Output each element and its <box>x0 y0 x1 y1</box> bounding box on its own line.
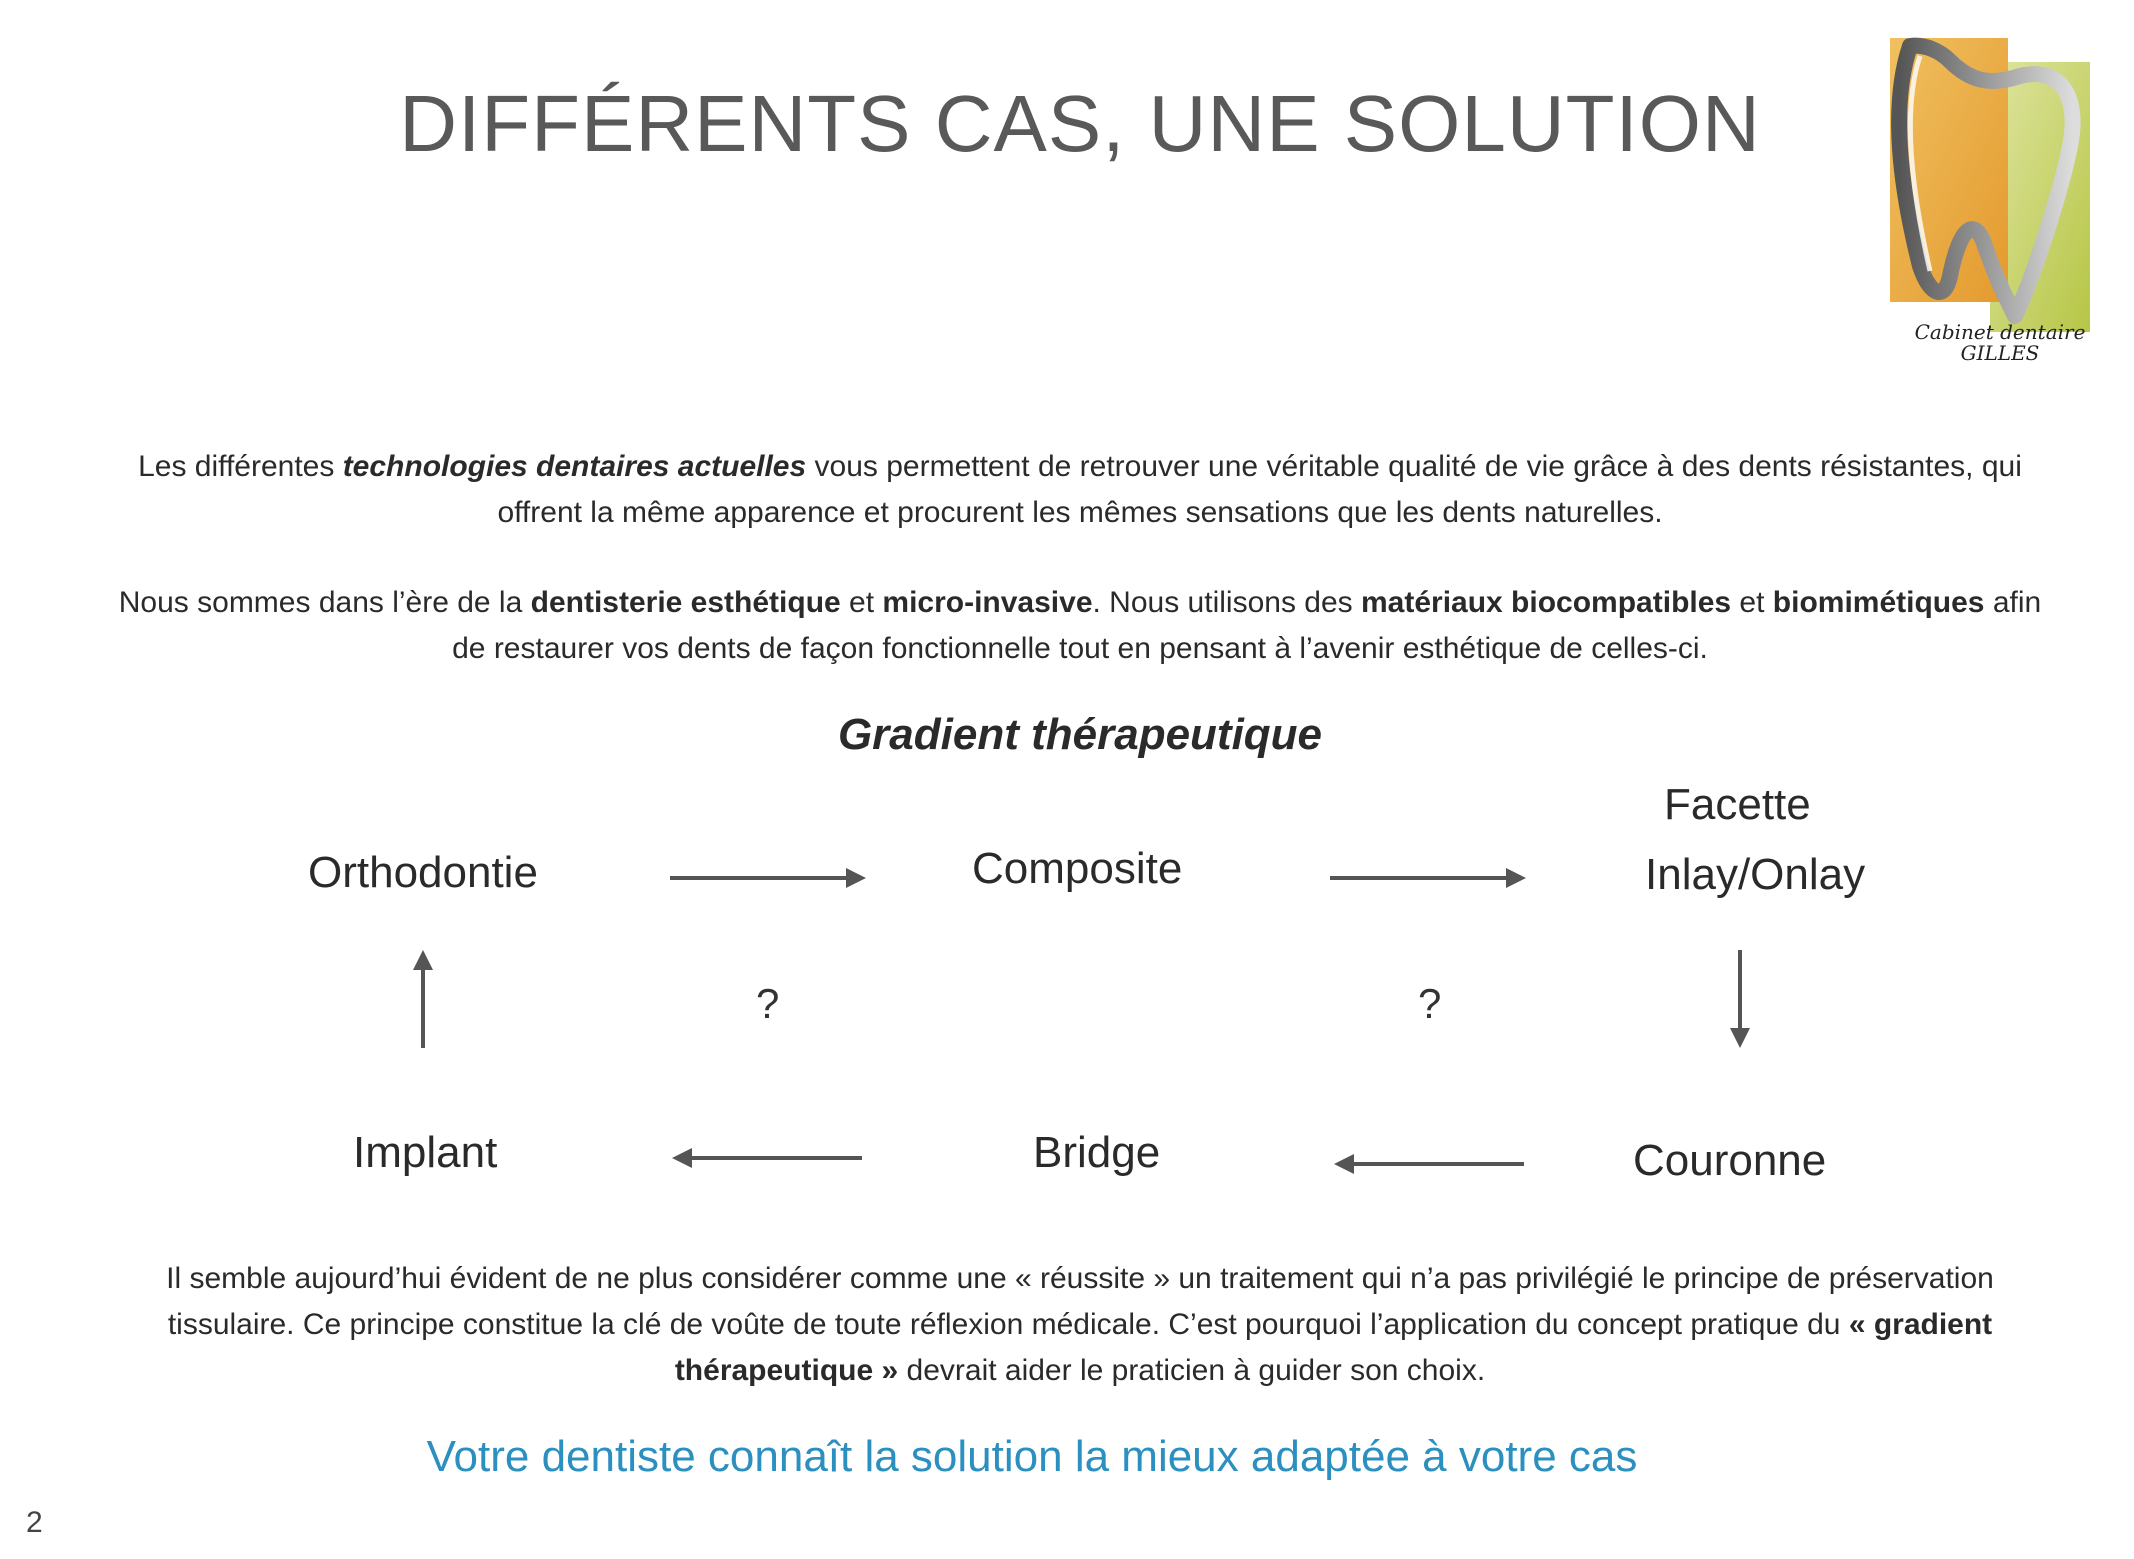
page-title: DIFFÉRENTS CAS, UNE SOLUTION <box>399 79 1761 168</box>
closing-p3-b: « gradient thérapeutique » <box>674 1308 1993 1387</box>
node-composite: Composite <box>972 844 1183 893</box>
node-implant: Implant <box>353 1128 498 1177</box>
question-mark-left: ? <box>756 980 780 1027</box>
arrowhead-bridge-to-implant <box>672 1148 692 1168</box>
intro-p2-a: Nous sommes dans l’ère de la <box>118 586 531 619</box>
arrowhead-composite-to-facette <box>1506 868 1526 888</box>
intro-p2-h: biomimétiques <box>1772 586 1985 619</box>
logo-caption-line2: GILLES <box>1960 341 2040 365</box>
node-couronne: Couronne <box>1633 1136 1827 1185</box>
node-bridge: Bridge <box>1033 1128 1161 1177</box>
closing-p3-a: Il semble aujourd’hui évident de ne plus… <box>166 1262 1994 1341</box>
node-facette: Facette <box>1664 780 1811 829</box>
arrowhead-couronne-to-bridge <box>1334 1154 1354 1174</box>
logo-caption-line1: Cabinet dentaire <box>1914 320 2086 344</box>
intro-p2-d: micro-invasive <box>882 586 1093 619</box>
intro-paragraph-1: Les différentes technologies dentaires a… <box>100 444 2060 536</box>
arrowhead-orthodontie-to-composite <box>846 868 866 888</box>
arrowhead-inlay-to-couronne <box>1730 1028 1750 1048</box>
cabinet-dentaire-logo <box>1890 37 2090 332</box>
gradient-heading: Gradient thérapeutique <box>837 710 1323 759</box>
intro-p1-emphasis: technologies dentaires actuelles <box>342 450 807 483</box>
logo-caption: Cabinet dentaire GILLES <box>1890 322 2110 364</box>
page-number: 2 <box>26 1506 43 1539</box>
intro-p2-g: et <box>1731 586 1773 619</box>
intro-p2-e: . Nous utilisons des <box>1092 586 1361 619</box>
intro-paragraph-2: Nous sommes dans l’ère de la dentisterie… <box>100 580 2060 672</box>
intro-p2-b: dentisterie esthétique <box>530 586 841 619</box>
intro-p1-text-a: Les différentes <box>138 450 343 483</box>
intro-p2-i: afin de restaurer vos dents de façon fon… <box>452 586 2042 665</box>
tagline: Votre dentiste connaît la solution la mi… <box>426 1432 1638 1481</box>
closing-paragraph: Il semble aujourd’hui évident de ne plus… <box>100 1256 2060 1394</box>
node-orthodontie: Orthodontie <box>308 848 538 897</box>
intro-p2-c: et <box>840 586 883 619</box>
intro-p2-f: matériaux biocompatibles <box>1360 586 1732 619</box>
question-mark-right: ? <box>1418 980 1442 1027</box>
closing-p3-c: devrait aider le praticien à guider son … <box>898 1354 1486 1387</box>
arrowhead-implant-to-orthodontie <box>413 950 433 970</box>
node-inlay-onlay: Inlay/Onlay <box>1645 850 1866 899</box>
intro-p1-text-c: vous permettent de retrouver une véritab… <box>497 450 2022 529</box>
